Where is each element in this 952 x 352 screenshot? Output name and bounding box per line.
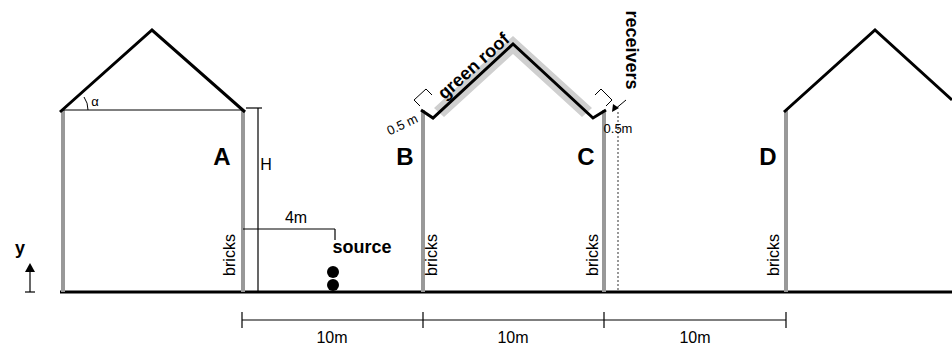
height-label: H [260,157,272,173]
angle-label: α [91,95,99,108]
wall [61,110,65,292]
dimension-label: 4m [285,210,307,226]
dimension-label: 10m [679,330,710,346]
leader-arrowhead [612,104,619,112]
receivers-label: receivers [623,10,641,89]
receiver-line [617,112,618,290]
dimension-tick [785,312,786,328]
roof [60,30,245,112]
dimension-label: 0.5m [604,122,633,135]
source-point [327,266,339,278]
angle-arc [84,97,88,110]
roof-label: green roof [435,30,513,103]
wall-a [241,110,245,292]
y-arrowhead [25,263,35,272]
dimension-tick [422,312,423,328]
source-point [327,279,339,291]
roof-base [63,110,243,111]
height-tick [246,107,262,108]
wall-label: D [759,145,776,169]
wall-d [784,110,788,292]
offset-bracket [414,89,432,106]
material-label: bricks [766,234,782,276]
dimension-label: 10m [497,330,528,346]
dimension-line [242,319,786,320]
dimension-tick [241,312,242,328]
material-label: bricks [424,234,440,276]
distance-line [243,228,335,229]
material-label: bricks [222,234,238,276]
axis-label: y [15,239,25,257]
source-label: source [332,238,391,256]
dimension-tick [603,312,604,328]
wall-label: B [396,145,413,169]
material-label: bricks [585,234,601,276]
dimension-label: 10m [316,330,347,346]
wall-label: A [213,145,230,169]
ground-line [60,291,952,294]
dimension-label: 0.5 m [385,111,420,137]
wall-label: C [577,145,594,169]
height-line [257,108,258,292]
offset-bracket [595,89,612,106]
wall-c [602,110,606,292]
y-tick [25,291,35,292]
roof [784,30,952,112]
